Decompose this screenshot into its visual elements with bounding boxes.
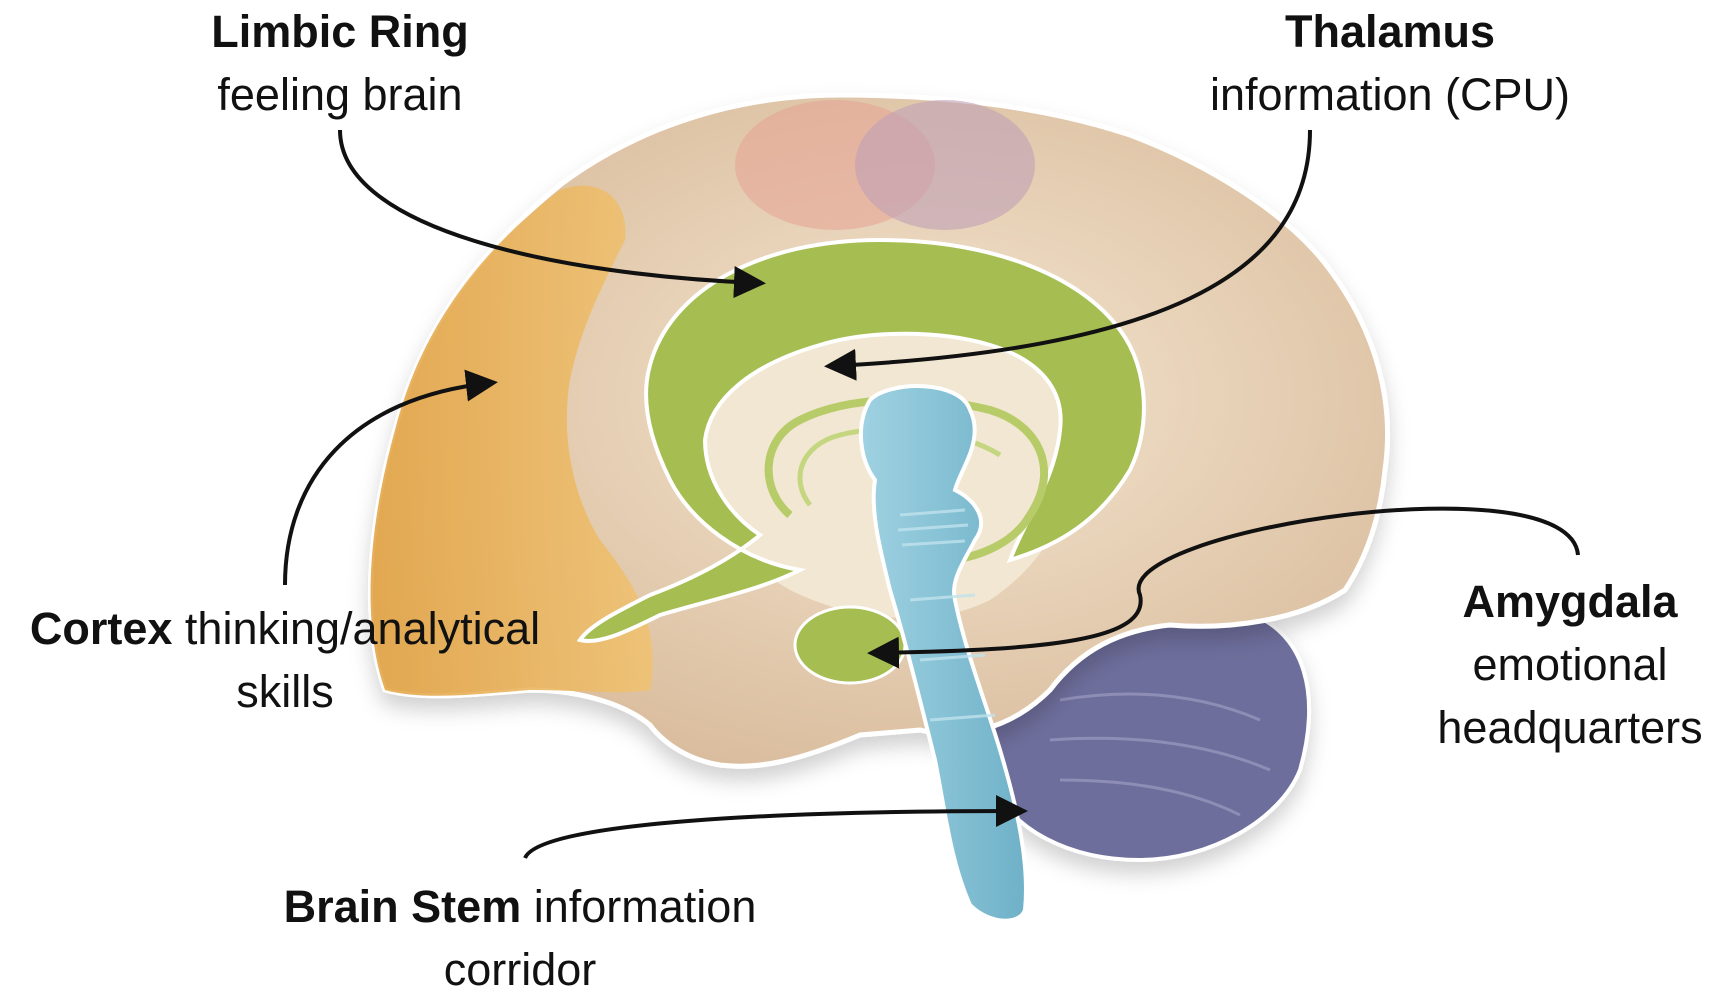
cortex-label: Cortex thinking/analytical skills (0, 597, 570, 723)
limbic-ring-title: Limbic Ring (211, 6, 469, 57)
cortex-description-line2: skills (0, 660, 570, 723)
amygdala-title: Amygdala (1462, 576, 1677, 627)
brain-stem-label: Brain Stem information corridor (250, 875, 790, 1001)
amygdala-description-line1: emotional (1420, 633, 1720, 696)
limbic-ring-description: feeling brain (140, 63, 540, 126)
amygdala-label: Amygdala emotional headquarters (1420, 570, 1720, 759)
amygdala (795, 607, 905, 683)
brain-stem-description-line1: information (534, 881, 757, 932)
brain-stem-description-line2: corridor (250, 938, 790, 1001)
amygdala-description-line2: headquarters (1420, 696, 1720, 759)
thalamus-description: information (CPU) (1160, 63, 1620, 126)
cortex-description-line1: thinking/analytical (185, 603, 540, 654)
brain-stem-title: Brain Stem (284, 881, 522, 932)
cortex-title: Cortex (30, 603, 173, 654)
thalamus-title: Thalamus (1285, 6, 1495, 57)
limbic-ring-label: Limbic Ring feeling brain (140, 0, 540, 126)
thalamus-label: Thalamus information (CPU) (1160, 0, 1620, 126)
sensory-area (855, 100, 1035, 230)
